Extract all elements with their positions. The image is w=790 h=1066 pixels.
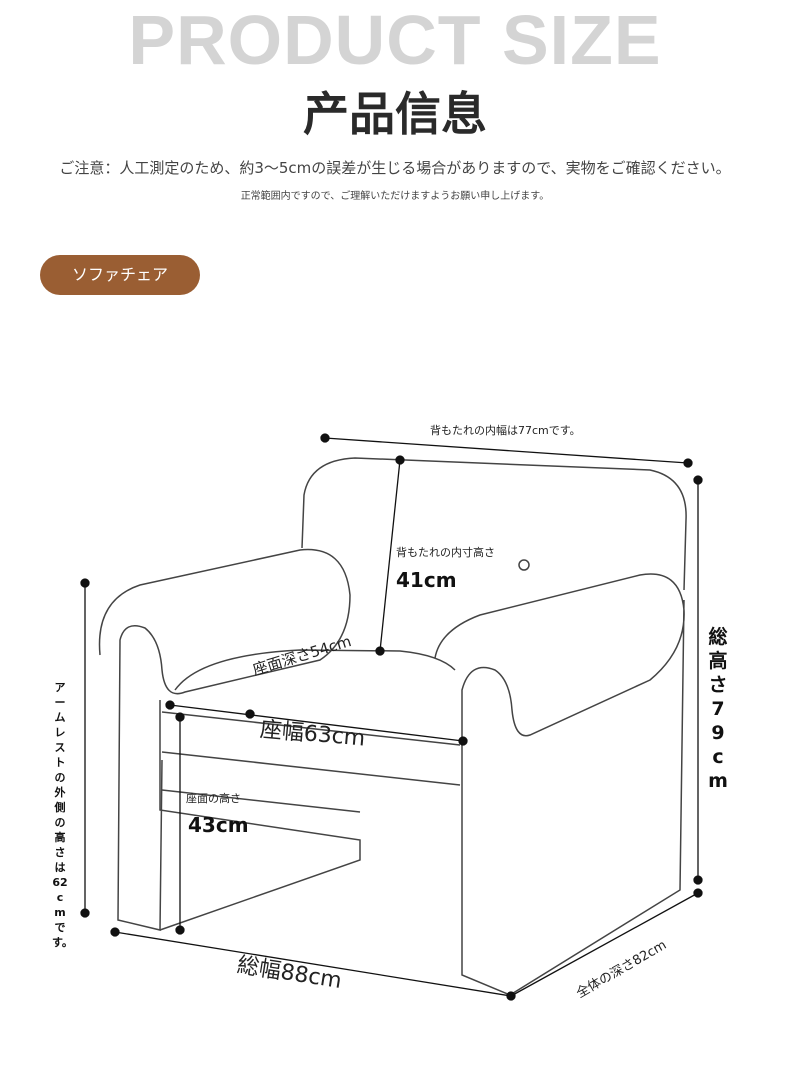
seat-height-label: 座面の高さ — [186, 792, 241, 805]
seat-height-value: 43cm — [188, 813, 249, 837]
note-line-1: ご注意：人工測定のため、約3〜5cmの誤差が生じる場合がありますので、実物をご確… — [59, 159, 731, 177]
dimension-lines — [80, 433, 703, 1001]
back-inner-width-label: 背もたれの内幅は77cmです。 — [430, 424, 581, 437]
back-inner-height-value: 41cm — [396, 568, 457, 592]
sofa-outline — [98, 457, 687, 996]
page-title: 产品信息 — [303, 87, 487, 141]
background-title: PRODUCT SIZE — [128, 1, 662, 79]
armrest-height-label: アームレストの外側の高さは62cmです。 — [52, 681, 73, 949]
category-tag: ソファチェア — [40, 255, 200, 295]
note-line-2: 正常範囲内ですので、ご理解いただけますようお願い申し上げます。 — [240, 191, 550, 202]
total-height-label: 総高さ79cm — [708, 626, 728, 792]
back-inner-height-label: 背もたれの内寸高さ — [396, 546, 495, 559]
